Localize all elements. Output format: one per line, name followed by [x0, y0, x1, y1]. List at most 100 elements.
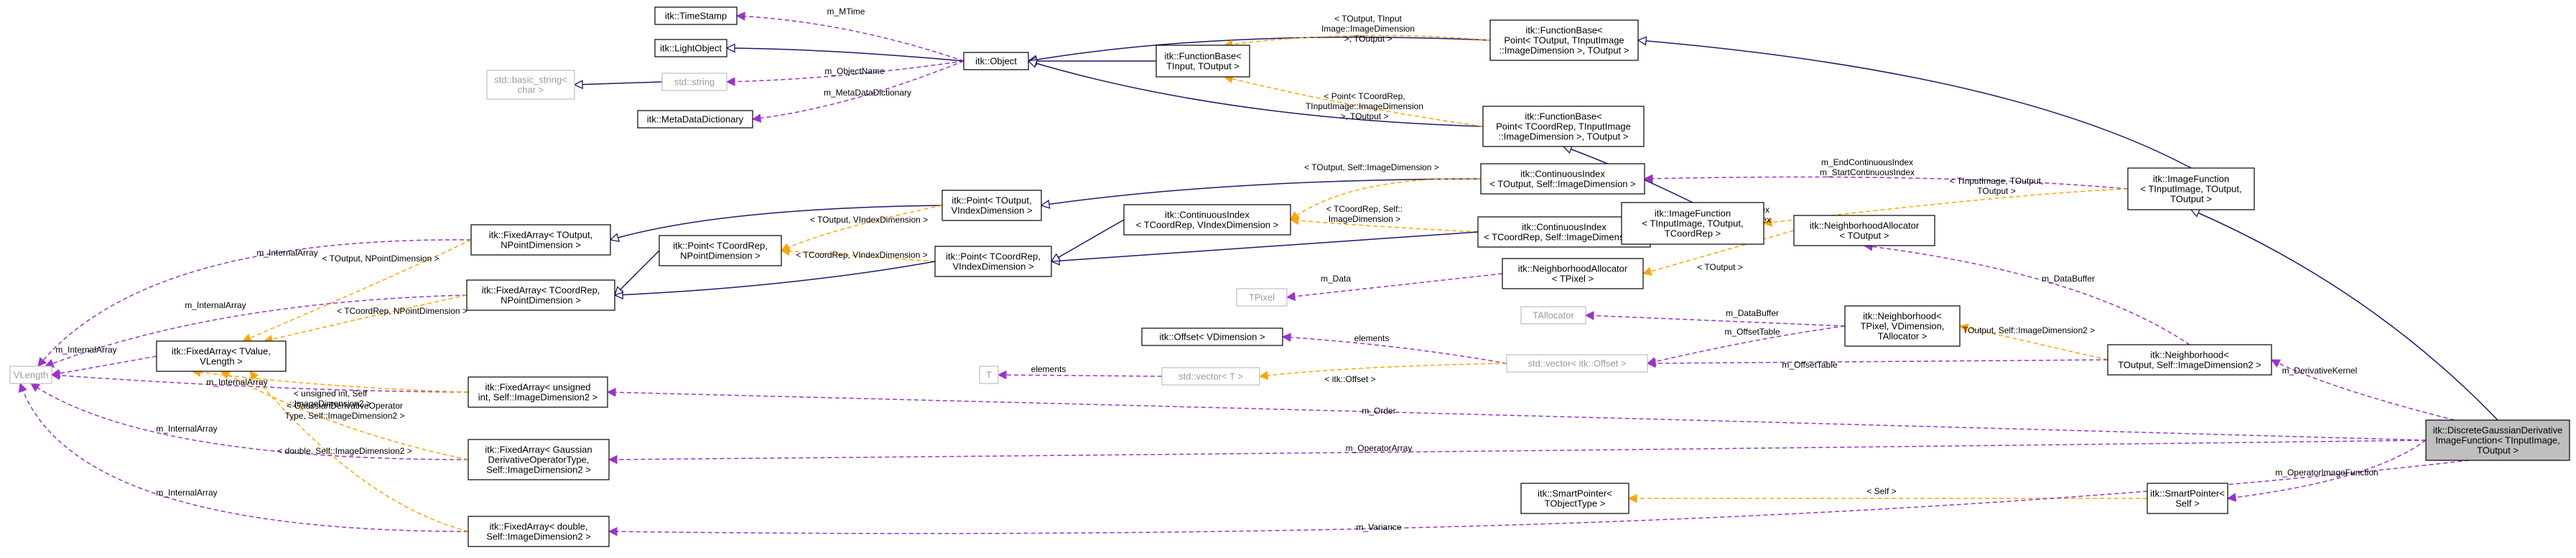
class-node-point-tcoord-vidx[interactable]: itk::Point< TCoordRep,VIndexDimension > [934, 246, 1052, 277]
class-node-label: TPixel [1249, 292, 1275, 303]
class-node-object[interactable]: itk::Object [963, 52, 1029, 70]
template-edge [249, 371, 469, 532]
edge-label-tmpl-double: < double, Self::ImageDimension2 > [277, 446, 411, 456]
edge-label-m-offsettable-1: m_OffsetTable [1724, 327, 1780, 337]
class-node-imagefunction-tcoord[interactable]: itk::ImageFunction< TInputImage, TOutput… [1621, 202, 1764, 245]
edge-label-tmpl-self: < Self > [1866, 486, 1896, 496]
class-node-smartptr-self[interactable]: itk::SmartPointer<Self > [2147, 483, 2228, 514]
edge-label-tmpl-tcoord-npd: < TCoordRep, NPointDimension > [337, 306, 468, 316]
usage-edge [2271, 359, 2455, 421]
class-node-contidx-tout[interactable]: itk::ContinuousIndex< TOutput, Self::Ima… [1480, 163, 1645, 195]
usage-edge [1281, 333, 1507, 364]
edge-label-m-operatorarray: m_OperatorArray [1346, 443, 1413, 453]
class-node-t: T [979, 366, 999, 384]
class-node-tpixel: TPixel [1236, 288, 1288, 307]
class-node-metadatadict[interactable]: itk::MetaDataDictionary [637, 110, 753, 129]
class-node-label: itk::NeighborhoodAllocator< TPixel > [1518, 264, 1628, 284]
class-node-label: itk::FixedArray< TOutput,NPointDimension… [489, 230, 592, 251]
template-edge [1289, 215, 1479, 233]
edge-label-tmpl-tinput-tout: < TInputImage, TOutput,TOutput > [1950, 176, 2043, 196]
usage-edge [1646, 358, 2108, 368]
edge-label-tmpl-tcoord-dim: < Point< TCoordRep,TInputImage::ImageDim… [1306, 91, 1423, 121]
class-node-label: itk::Neighborhood<TOutput, Self::ImageDi… [2118, 350, 2261, 371]
inheritance-edge [1050, 231, 1479, 266]
edge-label-m-variance: m_Variance [1356, 522, 1401, 532]
class-node-label: itk::ImageFunction< TInputImage, TOutput… [2140, 174, 2241, 205]
template-edge [1762, 188, 2129, 227]
edge-label-m-metadatadictionary: m_MetaDataDictionary [824, 88, 911, 98]
usage-edge [30, 383, 469, 460]
edge-label-m-internalarray-6: m_InternalArray [156, 488, 217, 498]
class-node-fa-tcoord-npd[interactable]: itk::FixedArray< TCoordRep,NPointDimensi… [466, 279, 615, 311]
class-node-label: itk::ImageFunction< TInputImage, TOutput… [1642, 208, 1743, 239]
edge-label-tmpl-tout-selfdim2: < TOutput, Self::ImageDimension2 > [1956, 325, 2095, 335]
class-node-label: itk::SmartPointer<TObjectType > [1538, 488, 1612, 509]
edge-label-m-internalarray-3: m_InternalArray [55, 345, 116, 355]
class-node-lightobject[interactable]: itk::LightObject [654, 39, 727, 57]
class-node-label: std::vector< itk::Offset > [1528, 358, 1626, 369]
class-node-imagefunction-main[interactable]: itk::ImageFunction< TInputImage, TOutput… [2127, 167, 2255, 210]
inheritance-edge [1050, 219, 1125, 262]
class-node-fb-point-tinput[interactable]: itk::FunctionBase<Point< TOutput, TInput… [1489, 19, 1639, 61]
class-node-label: itk::Point< TCoordRep,NPointDimension > [673, 241, 768, 261]
class-node-fa-tvalue[interactable]: itk::FixedArray< TValue,VLength > [156, 340, 287, 372]
class-node-label: itk::NeighborhoodAllocator< TOutput > [1810, 220, 1920, 241]
class-node-label: itk::FixedArray< TValue,VLength > [172, 346, 271, 367]
class-node-fa-tout-npd[interactable]: itk::FixedArray< TOutput,NPointDimension… [470, 224, 611, 256]
usage-edge [1643, 174, 2129, 190]
class-node-label: T [986, 370, 992, 381]
class-node-label: TAllocator [1533, 310, 1574, 321]
class-node-label: itk::ContinuousIndex< TOutput, Self::Ima… [1489, 169, 1635, 190]
inheritance-edge [613, 250, 660, 297]
class-node-label: itk::SmartPointer<Self > [2150, 488, 2225, 509]
class-node-contidx-tcoord-vidx[interactable]: itk::ContinuousIndex< TCoordRep, VIndexD… [1123, 204, 1291, 236]
class-node-fa-double[interactable]: itk::FixedArray< double,Self::ImageDimen… [468, 516, 610, 547]
class-node-nalloc-tpixel[interactable]: itk::NeighborhoodAllocator< TPixel > [1502, 258, 1644, 289]
class-node-smartptr-tobj[interactable]: itk::SmartPointer<TObjectType > [1520, 483, 1629, 514]
class-node-timestamp[interactable]: itk::TimeStamp [654, 6, 738, 25]
class-node-fb-tdim[interactable]: itk::FunctionBase<TInput, TOutput > [1156, 45, 1250, 78]
usage-edge [2226, 440, 2427, 502]
edge-label-m-internalarray-5: m_InternalArray [156, 424, 217, 434]
edge-label-m-offsettable-2: m_OffsetTable [1782, 360, 1837, 370]
class-node-basic-string: std::basic_string<char > [486, 70, 575, 100]
class-node-vector-t: std::vector< T > [1161, 367, 1260, 386]
class-node-point-tout[interactable]: itk::Point< TOutput,VIndexDimension > [941, 190, 1042, 221]
edge-label-elements-1: elements [1354, 333, 1390, 343]
class-node-label: itk::Object [975, 56, 1017, 67]
class-node-label: itk::LightObject [660, 43, 722, 54]
class-node-offset-vdim[interactable]: itk::Offset< VDimension > [1141, 327, 1283, 346]
class-node-point-tcoord-npd[interactable]: itk::Point< TCoordRep,NPointDimension > [659, 235, 782, 266]
edge-label-tmpl-tout-selfdim: < TOutput, Self::ImageDimension > [1304, 162, 1439, 172]
template-edge [1642, 230, 1795, 276]
edge-label-m-internalarray-2: m_InternalArray [185, 300, 246, 310]
usage-edge [1584, 311, 1846, 327]
usage-edge [37, 239, 472, 367]
class-node-label: itk::Point< TCoordRep,VIndexDimension > [946, 251, 1041, 272]
class-node-nalloc-tout[interactable]: itk::NeighborhoodAllocator< TOutput > [1793, 215, 1935, 246]
edge-label-m-order: m_Order [1362, 406, 1395, 416]
edge-label-tmpl-tout-npd: < TOutput, NPointDimension > [322, 254, 440, 264]
usage-edge [608, 440, 2427, 465]
class-node-label: itk::Offset< VDimension > [1159, 332, 1265, 343]
class-node-neighborhood-tmpl[interactable]: itk::Neighborhood<TPixel, VDimension,TAl… [1844, 305, 1961, 347]
class-node-std-string: std::string [661, 73, 727, 91]
edge-label-tmpl-tcoord-vidx: < TCoordRep, VIndexDimension > [796, 250, 927, 260]
usage-edge [751, 60, 964, 123]
class-node-label: itk::MetaDataDictionary [647, 114, 744, 125]
class-node-label: itk::FixedArray< double,Self::ImageDimen… [486, 521, 591, 542]
class-node-neighborhood-tout[interactable]: itk::Neighborhood<TOutput, Self::ImageDi… [2107, 344, 2272, 376]
usage-edge [606, 387, 2427, 441]
class-node-fb-point-tcoord[interactable]: itk::FunctionBase<Point< TCoordRep, TInp… [1482, 106, 1645, 147]
usage-edge [608, 460, 2470, 536]
edge-label-tmpl-itkoffset: < itk::Offset > [1324, 374, 1375, 384]
class-node-vlength: VLength [9, 366, 52, 384]
edge-label-m-derivativekernel: m_DerivativeKernel [2282, 366, 2358, 376]
